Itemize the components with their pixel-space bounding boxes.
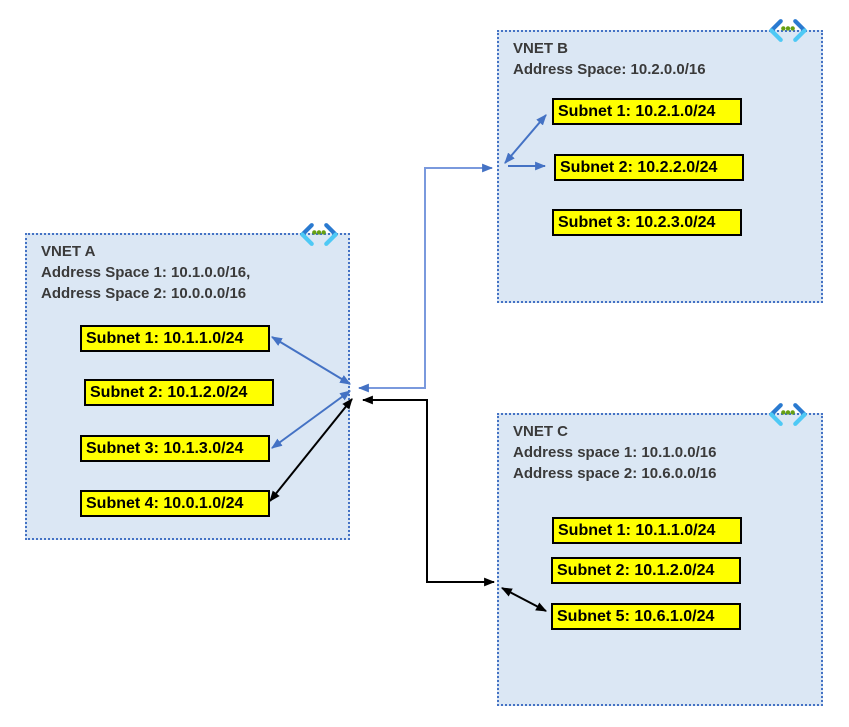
arrow-a-b-peering <box>357 163 494 393</box>
vnet-a-address-space-2: Address Space 2: 10.0.0.0/16 <box>41 285 247 302</box>
vnet-b-subnet-3: Subnet 3: 10.2.3.0/24 <box>552 209 742 236</box>
vnet-a-title: VNET A Address Space 1: 10.1.0.0/16, Add… <box>41 241 250 304</box>
vnet-b-address-space: Address Space: 10.2.0.0/16 <box>513 61 706 78</box>
vnet-c-subnet-5: Subnet 5: 10.6.1.0/24 <box>551 603 741 630</box>
arrow-a-c-peering <box>361 395 496 587</box>
vnet-b-name: VNET B <box>513 40 569 57</box>
vnet-c-address-space-1: Address space 1: 10.1.0.0/16 <box>513 444 717 461</box>
vnet-b-title: VNET B Address Space: 10.2.0.0/16 <box>513 38 706 80</box>
vnet-a-subnet-1: Subnet 1: 10.1.1.0/24 <box>80 325 270 352</box>
vnet-c-address-space-2: Address space 2: 10.6.0.0/16 <box>513 465 717 482</box>
vnet-a-address-space-1: Address Space 1: 10.1.0.0/16, <box>41 264 251 281</box>
vnet-a-subnet-3: Subnet 3: 10.1.3.0/24 <box>80 435 270 462</box>
vnet-a-name: VNET A <box>41 243 96 260</box>
vnet-a-box: VNET A Address Space 1: 10.1.0.0/16, Add… <box>25 223 350 540</box>
vnet-c-name: VNET C <box>513 423 569 440</box>
vnet-c-subnet-1: Subnet 1: 10.1.1.0/24 <box>552 517 742 544</box>
vnet-b-box: VNET B Address Space: 10.2.0.0/16 Subnet… <box>497 19 823 303</box>
vnet-c-title: VNET C Address space 1: 10.1.0.0/16 Addr… <box>513 421 716 484</box>
vnet-b-subnet-2: Subnet 2: 10.2.2.0/24 <box>554 154 744 181</box>
virtual-network-icon <box>767 17 809 44</box>
vnet-a-subnet-2: Subnet 2: 10.1.2.0/24 <box>84 379 274 406</box>
virtual-network-icon <box>767 401 809 428</box>
vnet-a-subnet-4: Subnet 4: 10.0.1.0/24 <box>80 490 270 517</box>
virtual-network-icon <box>298 221 340 248</box>
vnet-c-subnet-2: Subnet 2: 10.1.2.0/24 <box>551 557 741 584</box>
vnet-c-box: VNET C Address space 1: 10.1.0.0/16 Addr… <box>497 403 823 706</box>
vnet-b-subnet-1: Subnet 1: 10.2.1.0/24 <box>552 98 742 125</box>
